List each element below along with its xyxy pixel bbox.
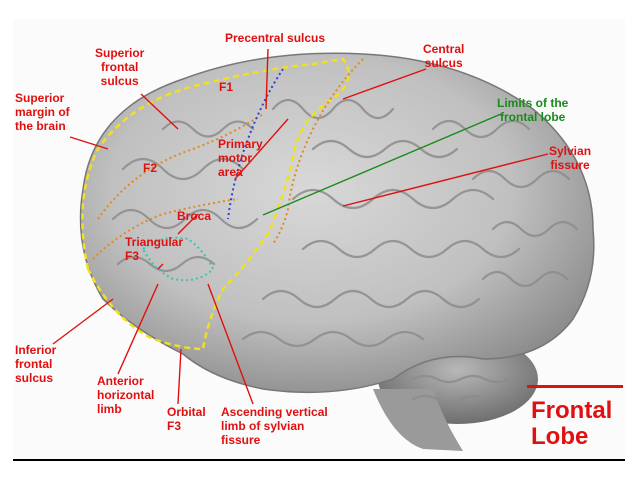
broca-area-outline bbox=[141, 236, 215, 282]
primary-motor-area-label: Primary motor area bbox=[218, 137, 263, 179]
pointer-lines bbox=[52, 48, 549, 405]
broca-label: Broca bbox=[177, 209, 212, 223]
gyri-texture bbox=[111, 98, 579, 404]
sylvian-fissure-label: Sylvian fissure bbox=[549, 144, 592, 172]
ascending-vertical-limb-label: Ascending vertical limb of sylvian fissu… bbox=[221, 405, 328, 447]
triangular-f3-label: Triangular F3 bbox=[125, 235, 184, 263]
frontal-lobe-boundary bbox=[81, 57, 350, 351]
limits-pointer-line bbox=[262, 113, 502, 216]
f1-label: F1 bbox=[219, 80, 234, 94]
precentral-sulcus-label: Precentral sulcus bbox=[225, 31, 326, 45]
figure-title: Frontal Lobe bbox=[531, 397, 613, 450]
title-block: Frontal Lobe bbox=[527, 385, 623, 450]
superior-frontal-sulcus-line bbox=[97, 113, 264, 220]
superior-margin-label: Superior margin of the brain bbox=[15, 91, 70, 133]
orbital-f3-label: Orbital F3 bbox=[167, 405, 206, 433]
bottom-border bbox=[13, 459, 625, 461]
central-sulcus-label: Central sulcus bbox=[423, 42, 465, 70]
brain-figure: Precentral sulcus Superior frontal sulcu… bbox=[13, 19, 625, 459]
title-rule bbox=[527, 385, 623, 388]
brain-illustration bbox=[52, 48, 595, 451]
central-sulcus-line bbox=[272, 58, 364, 245]
f2-label: F2 bbox=[143, 161, 158, 175]
brainstem bbox=[373, 389, 463, 451]
superior-frontal-sulcus-label: Superior frontal sulcus bbox=[95, 46, 145, 88]
anterior-horizontal-limb-label: Anterior horizontal limb bbox=[97, 374, 155, 416]
inferior-frontal-sulcus-label: Inferior frontal sulcus bbox=[15, 343, 57, 385]
limits-frontal-lobe-label: Limits of the frontal lobe bbox=[497, 96, 569, 124]
